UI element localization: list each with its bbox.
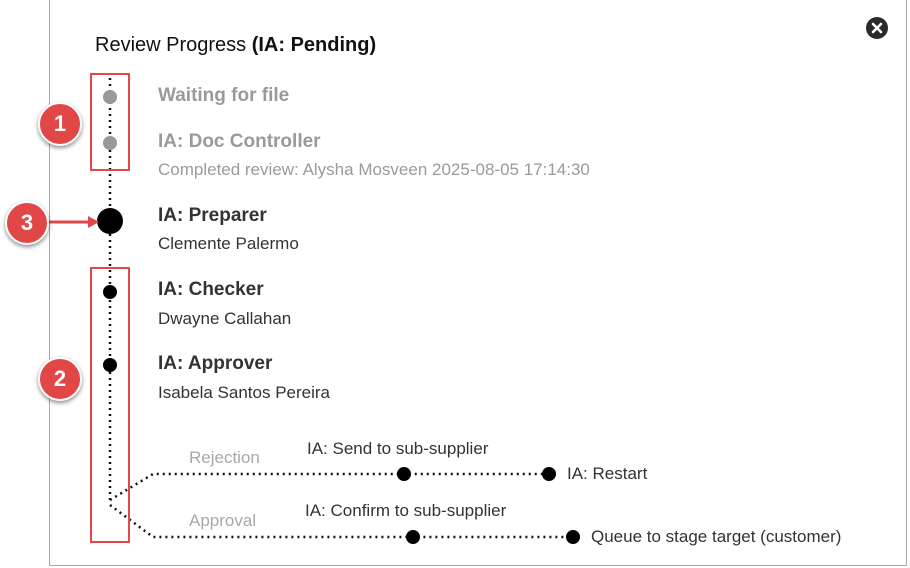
node-dot-queue-stage-target <box>566 530 580 544</box>
step-title-waiting: Waiting for file <box>158 85 290 106</box>
annotation-badge-1: 1 <box>38 102 82 146</box>
node-dot-restart <box>542 467 556 481</box>
step-title-doc-controller: IA: Doc Controller <box>158 131 321 152</box>
annotation-badge-3: 3 <box>5 201 49 245</box>
node-label-queue-stage-target: Queue to stage target (customer) <box>591 527 842 546</box>
step-subtitle-checker: Dwayne Callahan <box>158 309 292 328</box>
step-dot-doc-controller <box>103 136 117 150</box>
annotation-arrow-head <box>88 216 99 228</box>
title-prefix: Review Progress <box>95 34 252 56</box>
step-title-checker: IA: Checker <box>158 279 264 300</box>
node-label-confirm-sub-supplier: IA: Confirm to sub-supplier <box>305 501 507 520</box>
branch-label-approval: Approval <box>189 511 257 530</box>
node-dot-confirm-sub-supplier <box>406 530 420 544</box>
step-title-approver: IA: Approver <box>158 353 273 374</box>
rejection-path <box>109 472 548 502</box>
step-dot-approver <box>103 358 117 372</box>
highlight-box-pending-steps <box>90 267 130 543</box>
node-dot-send-sub-supplier <box>397 467 411 481</box>
highlight-box-completed-steps <box>90 73 130 171</box>
title-status: (IA: Pending) <box>251 34 377 56</box>
branch-label-rejection: Rejection <box>189 448 260 467</box>
review-progress-dialog <box>49 0 907 566</box>
close-x-glyph <box>871 22 883 34</box>
step-title-preparer: IA: Preparer <box>158 205 267 226</box>
node-label-send-sub-supplier: IA: Send to sub-supplier <box>307 439 489 458</box>
annotation-badge-2: 2 <box>38 357 82 401</box>
step-subtitle-doc-controller: Completed review: Alysha Mosveen 2025-08… <box>158 160 590 179</box>
close-icon[interactable] <box>866 17 888 39</box>
step-dot-waiting <box>103 90 117 104</box>
step-dot-checker <box>103 285 117 299</box>
step-subtitle-preparer: Clemente Palermo <box>158 234 299 253</box>
step-subtitle-approver: Isabela Santos Pereira <box>158 383 330 402</box>
dialog-title: Review Progress (IA: Pending) <box>95 34 376 57</box>
step-dot-preparer-current <box>97 208 123 234</box>
node-label-restart: IA: Restart <box>567 464 648 483</box>
